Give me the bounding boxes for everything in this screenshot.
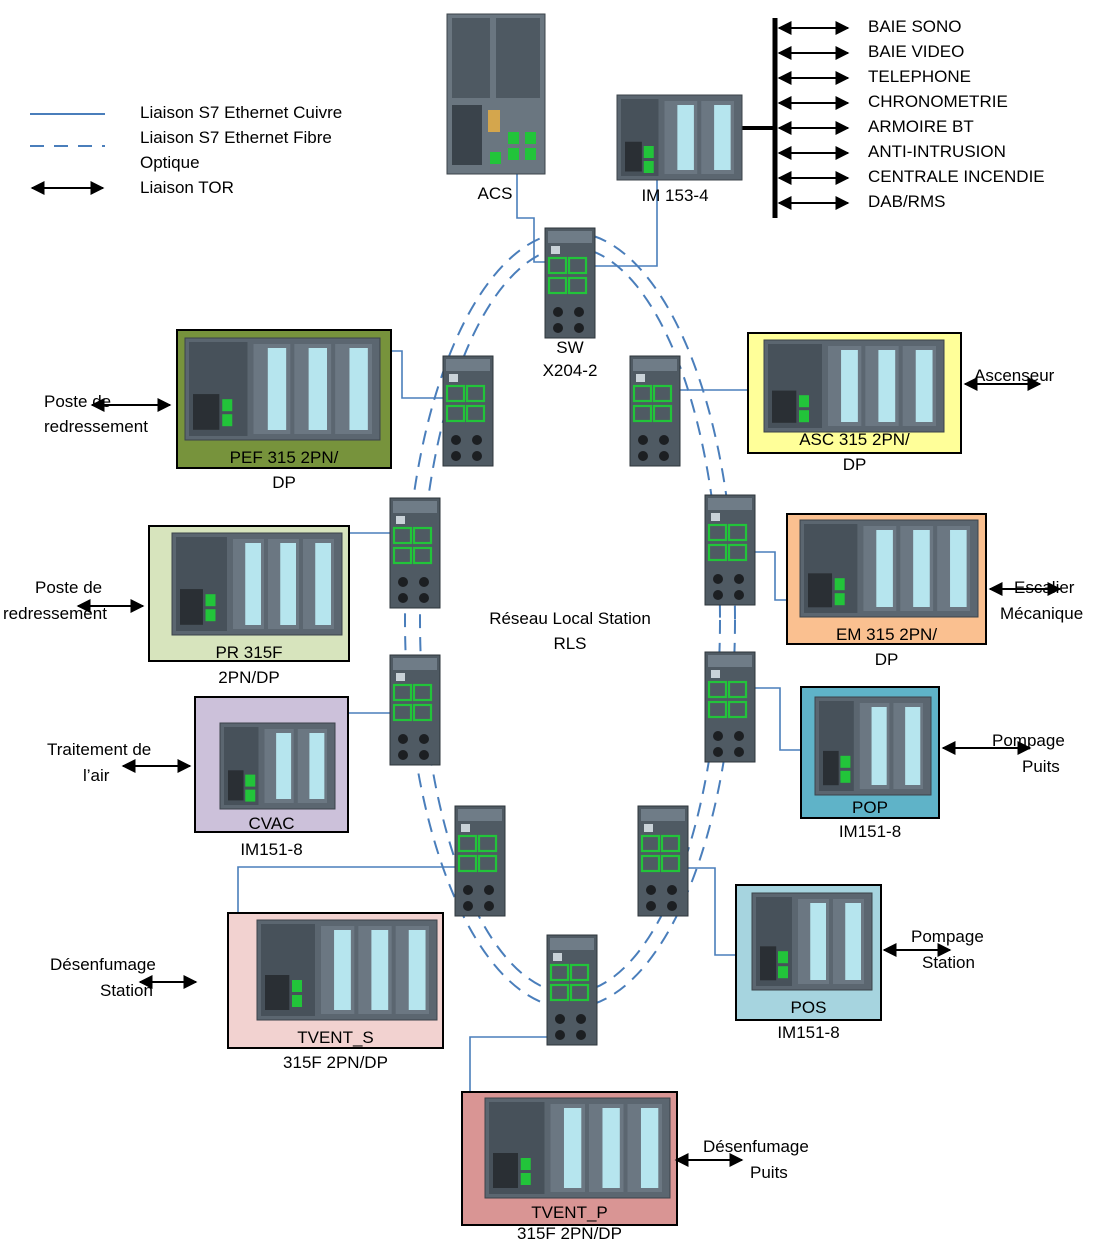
legend-copper-label: Liaison S7 Ethernet Cuivre: [140, 103, 343, 122]
switch-pop: [704, 651, 756, 763]
station-tor-arrows: [76, 377, 1062, 1167]
plc-tvent-p: [484, 1097, 671, 1199]
plc-im1534: [616, 94, 743, 181]
pef-side-2: redressement: [44, 417, 148, 436]
pef-name-2: DP: [272, 473, 296, 492]
im1534-label: IM 153-4: [641, 186, 709, 205]
tvent-s-name: TVENT_S: [297, 1028, 374, 1047]
tvent-p-name-2: 315F 2PN/DP: [517, 1224, 622, 1243]
plc-pef: [184, 337, 381, 441]
pef-side-1: Poste de: [44, 392, 112, 411]
em-name: EM 315 2PN/: [835, 625, 938, 644]
switch-asc: [629, 355, 681, 467]
plc-asc: [763, 339, 945, 433]
tvent-p-side-2: Puits: [750, 1163, 788, 1182]
pop-name-2: IM151-8: [838, 822, 902, 841]
tvent-s-side-1: Désenfumage: [50, 955, 156, 974]
asc-name: ASC 315 2PN/: [799, 430, 910, 449]
switch-sw-x204: [544, 227, 596, 339]
acs-label: ACS: [477, 184, 513, 203]
tvent-p-name: TVENT_P: [531, 1203, 608, 1222]
network-switches: [389, 227, 756, 1046]
pr-name-2: 2PN/DP: [218, 668, 280, 687]
legend-fiber-label-2: Optique: [140, 153, 200, 172]
tvent-p-side-1: Désenfumage: [703, 1137, 809, 1156]
cvac-side-2: l’air: [83, 766, 110, 785]
plc-tvent-s: [256, 919, 438, 1021]
switch-em: [704, 494, 756, 606]
tor-output-label: BAIE SONO: [868, 17, 962, 36]
fiber-ring-outer: [404, 231, 736, 1009]
legend-fiber-label: Liaison S7 Ethernet Fibre: [140, 128, 332, 147]
em-side-2: Mécanique: [1000, 604, 1084, 623]
pos-side-1: Pompage: [911, 927, 984, 946]
switch-pos: [637, 805, 689, 917]
sw-label-1: SW: [556, 338, 584, 357]
tvent-s-name-2: 315F 2PN/DP: [283, 1053, 388, 1072]
tvent-s-side-2: Station: [100, 981, 153, 1000]
em-side-1: Escalier: [1014, 578, 1075, 597]
ring-label-2: RLS: [553, 634, 587, 653]
cvac-side-1: Traitement de: [47, 740, 152, 759]
asc-side-1: Ascenseur: [974, 366, 1055, 385]
ring-label-1: Réseau Local Station: [489, 609, 651, 628]
tor-output-label: ARMOIRE BT: [868, 117, 974, 136]
pos-name: POS: [790, 998, 827, 1017]
pr-side-1: Poste de: [35, 578, 103, 597]
link-acs-sw: [516, 160, 555, 263]
pop-side-1: Pompage: [992, 731, 1065, 750]
tor-output-label: DAB/RMS: [868, 192, 946, 211]
sw-label-2: X204-2: [542, 361, 598, 380]
plc-pop: [814, 696, 932, 796]
pef-name: PEF 315 2PN/: [229, 448, 339, 467]
legend-graphics: [30, 113, 105, 195]
tor-output-label: CENTRALE INCENDIE: [868, 167, 1045, 186]
switch-tvent-s: [454, 805, 506, 917]
plc-acs: [446, 13, 546, 175]
switch-cvac: [389, 654, 441, 766]
asc-name-2: DP: [842, 455, 867, 474]
switch-tvent-p: [546, 934, 598, 1046]
plc-pos: [751, 892, 873, 991]
pop-name: POP: [852, 798, 888, 817]
cvac-name-2: IM151-8: [240, 840, 303, 859]
em-name-2: DP: [874, 650, 899, 669]
pos-side-2: Station: [922, 953, 975, 972]
pop-side-2: Puits: [1022, 757, 1060, 776]
pos-name-2: IM151-8: [777, 1023, 840, 1042]
legend-tor-label: Liaison TOR: [140, 178, 234, 197]
plc-cvac: [219, 722, 336, 810]
pr-side-2: redressement: [3, 604, 107, 623]
plc-modules: [171, 13, 979, 1199]
cvac-name: CVAC: [248, 814, 295, 833]
switch-pr: [389, 497, 441, 609]
plc-em: [799, 519, 979, 618]
switch-pef: [442, 355, 494, 467]
link-im1534-sw: [590, 150, 658, 267]
plc-pr: [171, 532, 343, 636]
tor-bus: [740, 18, 850, 218]
tor-output-label: BAIE VIDEO: [868, 42, 965, 61]
pr-name: PR 315F: [215, 643, 283, 662]
tor-output-label: CHRONOMETRIE: [868, 92, 1008, 111]
tor-output-label: ANTI-INTRUSION: [868, 142, 1006, 161]
tor-output-label: TELEPHONE: [868, 67, 971, 86]
